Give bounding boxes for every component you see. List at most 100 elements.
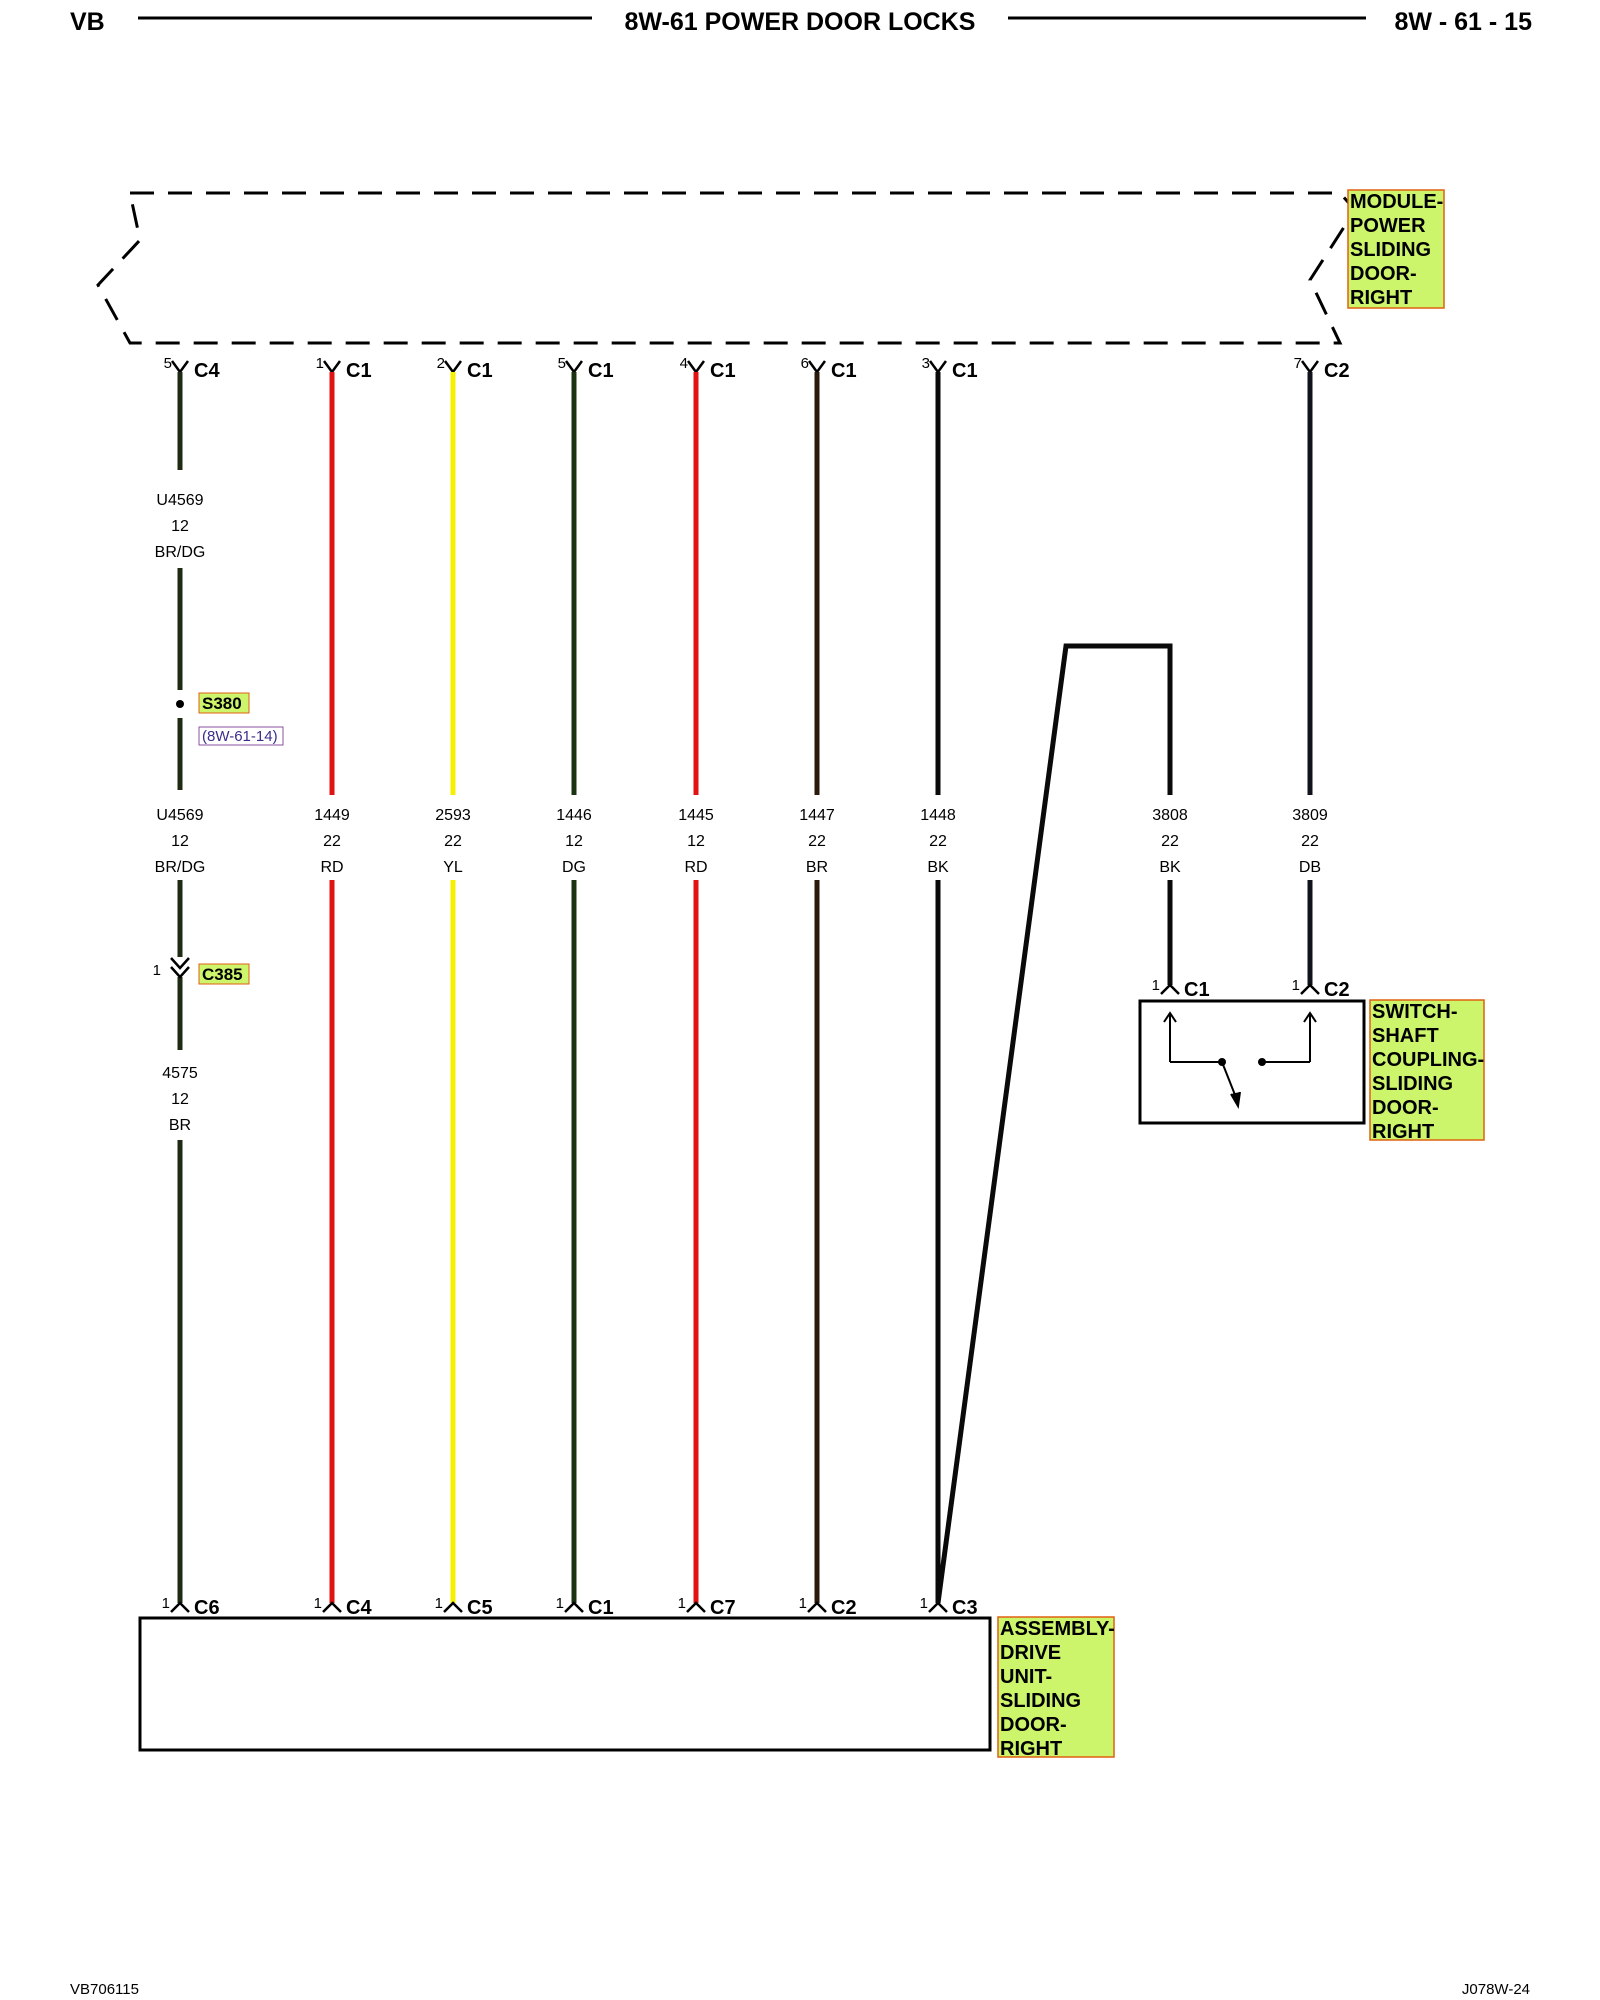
assembly-label-line: RIGHT	[1000, 1738, 1062, 1760]
connector-name: C2	[1324, 979, 1350, 1001]
assembly-label-line: ASSEMBLY-	[1000, 1618, 1115, 1640]
connector-name: C1	[588, 1597, 614, 1619]
connector-pin: 4	[680, 355, 688, 372]
page-number: 8W - 61 - 15	[1394, 8, 1532, 36]
wire-label: RD	[320, 859, 343, 876]
module-label-line: DOOR-	[1350, 263, 1417, 285]
switch-label-line: DOOR-	[1372, 1097, 1439, 1119]
switch-box	[1138, 999, 1366, 1125]
connector-bottom-icon	[807, 1601, 827, 1613]
assembly-label-line: DRIVE	[1000, 1642, 1061, 1664]
connector-pin: 1	[316, 355, 324, 372]
connector-name: C1	[1184, 979, 1210, 1001]
connector-top-icon	[564, 360, 584, 375]
wire-label: 1446	[556, 807, 592, 824]
wire-label: 12	[687, 833, 705, 850]
module-power-sliding-door-box	[96, 191, 1357, 345]
splice-dot	[176, 700, 184, 708]
connector-name: C3	[952, 1597, 978, 1619]
module-label: MODULE- POWER SLIDING DOOR- RIGHT	[1347, 189, 1445, 309]
module-label-line: MODULE-	[1350, 191, 1443, 213]
wire-label: DG	[562, 859, 586, 876]
connector-bottom-icon	[322, 1601, 342, 1613]
inline-connector-c385: 1 C385	[153, 957, 250, 985]
wire-label: 3808	[1152, 807, 1188, 824]
connector-name: C1	[710, 360, 736, 382]
switch-label-line: COUPLING-	[1372, 1049, 1484, 1071]
splice-name: S380	[202, 694, 242, 713]
switch-label: SWITCH- SHAFT COUPLING- SLIDING DOOR- RI…	[1369, 999, 1485, 1143]
splice-ref-link[interactable]: (8W-61-14)	[202, 728, 278, 745]
connector-name: C6	[194, 1597, 220, 1619]
wire-label: 4575	[162, 1065, 198, 1082]
module-label-line: SLIDING	[1350, 239, 1431, 261]
wire-label: 22	[929, 833, 947, 850]
wire-label: YL	[443, 859, 463, 876]
connector-top-icon	[686, 360, 706, 375]
connector-pin: 3	[922, 355, 930, 372]
wire-label: 22	[1161, 833, 1179, 850]
wire-label: 1449	[314, 807, 350, 824]
connector-name: C5	[467, 1597, 493, 1619]
connector-pin: 1	[556, 1595, 564, 1612]
connector-pin: 6	[801, 355, 809, 372]
connector-bottom-icon	[1300, 983, 1320, 995]
splice-s380: S380 (8W-61-14)	[176, 692, 284, 746]
connector-name: C4	[194, 360, 220, 382]
connector-pin: 1	[920, 1595, 928, 1612]
connector-top-icon	[443, 360, 463, 375]
connector-pin: 1	[162, 1595, 170, 1612]
connector-top-icon	[928, 360, 948, 375]
connector-pin: 1	[314, 1595, 322, 1612]
connector-name: C7	[710, 1597, 736, 1619]
assembly-label: ASSEMBLY- DRIVE UNIT- SLIDING DOOR- RIGH…	[997, 1616, 1115, 1760]
connector-name: C1	[346, 360, 372, 382]
wire-label: BR/DG	[155, 859, 206, 876]
connector-pin: 5	[558, 355, 566, 372]
module-label-line: POWER	[1350, 215, 1426, 237]
assembly-box	[138, 1616, 992, 1752]
connector-top-icon	[170, 360, 190, 375]
wire-label: 1445	[678, 807, 714, 824]
wire-label: RD	[684, 859, 707, 876]
wire-label: BR/DG	[155, 544, 206, 561]
connector-pin: 1	[678, 1595, 686, 1612]
page-footer: VB706115 J078W-24	[70, 1981, 1530, 1998]
wire-label: 12	[171, 1091, 189, 1108]
connector-chevron-icon	[170, 957, 190, 979]
connector-bottom-icon	[170, 1601, 190, 1613]
assembly-label-bg	[997, 1616, 1115, 1758]
wire-label: 2593	[435, 807, 471, 824]
connector-name: C1	[588, 360, 614, 382]
connector-bottom-icon	[1160, 983, 1180, 995]
wire-label: 22	[1301, 833, 1319, 850]
switch-symbol-icon	[1163, 1011, 1317, 1109]
connector-bottom-icon	[928, 1601, 948, 1613]
connector-pin: 1	[435, 1595, 443, 1612]
connector-name: C1	[467, 360, 493, 382]
wire-label: 22	[444, 833, 462, 850]
switch-label-line: RIGHT	[1372, 1121, 1434, 1143]
wire-label: BR	[169, 1117, 191, 1134]
switch-shaft-coupling-box	[1138, 999, 1366, 1125]
c385-pin: 1	[153, 962, 161, 979]
wire-label: 22	[808, 833, 826, 850]
module-label-bg	[1347, 189, 1445, 309]
wire-label: BK	[927, 859, 949, 876]
assembly-drive-unit-box	[138, 1616, 992, 1752]
connector-pin: 2	[437, 355, 445, 372]
wire-label: 1448	[920, 807, 956, 824]
connector-name: C2	[1324, 360, 1350, 382]
wire-label: BK	[1159, 859, 1181, 876]
connector-pin: 7	[1294, 355, 1302, 372]
wire-label: BR	[806, 859, 828, 876]
connector-top-icon	[322, 360, 342, 375]
connector-bottom-icon	[686, 1601, 706, 1613]
assembly-label-line: SLIDING	[1000, 1690, 1081, 1712]
wire-label: U4569	[156, 492, 203, 509]
connector-pin: 1	[1152, 977, 1160, 994]
c385-name: C385	[202, 965, 243, 984]
page-header: VB 8W-61 POWER DOOR LOCKS 8W - 61 - 15	[70, 8, 1532, 36]
